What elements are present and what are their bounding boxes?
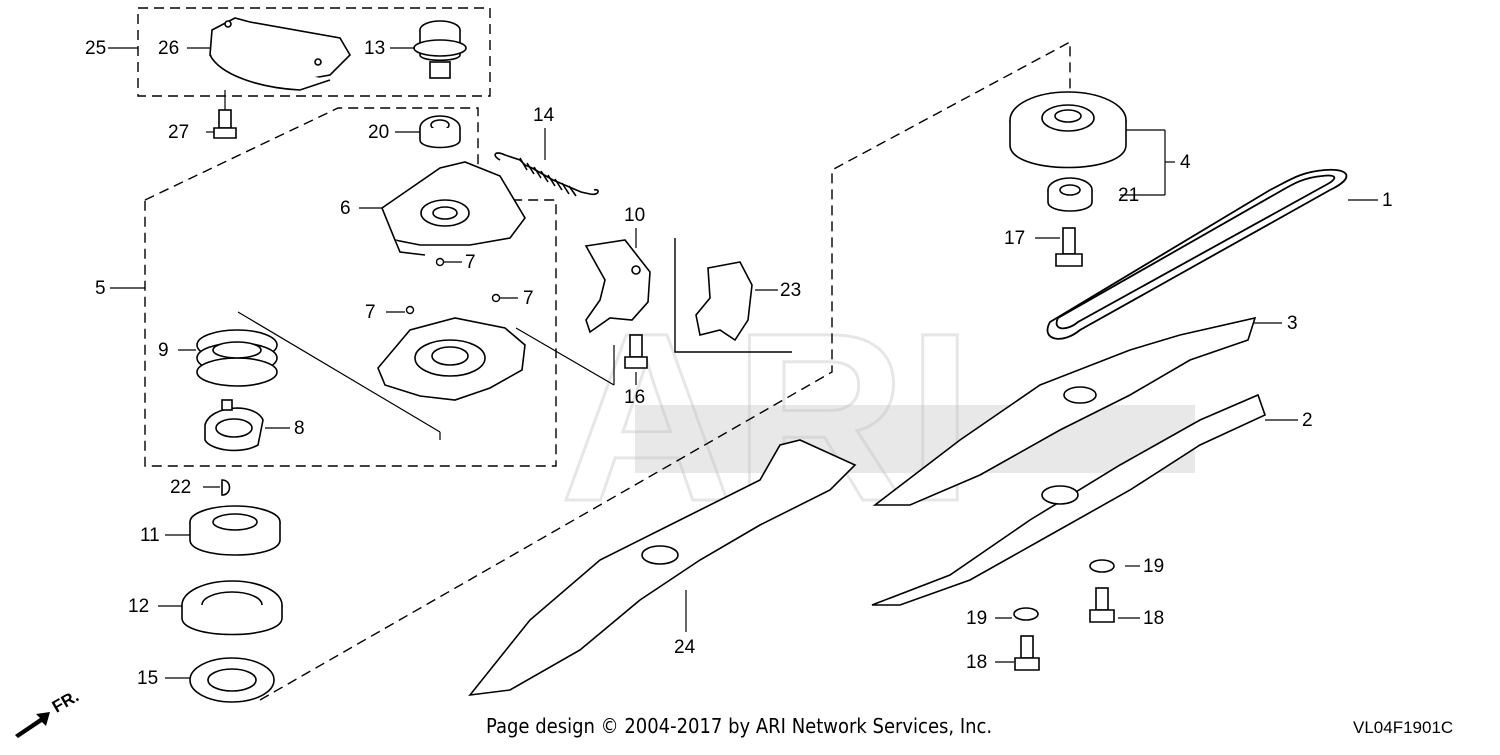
- callout-16[interactable]: 16: [624, 387, 646, 408]
- ring-nut-12[interactable]: [181, 580, 283, 636]
- washer-19[interactable]: [1013, 559, 1115, 621]
- callout-6[interactable]: 6: [340, 198, 351, 219]
- plate-5-lower[interactable]: [377, 317, 526, 401]
- group-box-4-blade: [259, 40, 1071, 701]
- callout-7-c[interactable]: 7: [523, 288, 534, 309]
- front-direction-arrow-icon: [15, 712, 50, 738]
- blade-24[interactable]: [468, 439, 857, 697]
- pin-7[interactable]: [405, 257, 501, 315]
- callout-27[interactable]: 27: [168, 122, 190, 143]
- leader-lines: [108, 47, 1378, 679]
- callout-11[interactable]: 11: [140, 525, 160, 546]
- plate-6[interactable]: [381, 161, 526, 256]
- callout-2[interactable]: 2: [1302, 410, 1313, 431]
- callout-24[interactable]: 24: [674, 637, 696, 658]
- callout-23[interactable]: 23: [780, 280, 802, 301]
- bearing-21[interactable]: [1047, 177, 1093, 212]
- copyright-footer: Page design © 2004-2017 by ARI Network S…: [486, 714, 993, 738]
- callout-25[interactable]: 25: [85, 38, 107, 59]
- callout-5[interactable]: 5: [95, 278, 106, 299]
- spring-14[interactable]: [494, 152, 599, 197]
- group-box-25: [137, 7, 491, 97]
- callout-9[interactable]: 9: [158, 340, 169, 361]
- callout-17[interactable]: 17: [1004, 228, 1026, 249]
- bracket-23-part[interactable]: [695, 261, 753, 342]
- callout-13[interactable]: 13: [364, 38, 386, 59]
- blade-3[interactable]: [872, 316, 1257, 506]
- bolt-17[interactable]: [1055, 227, 1083, 267]
- callout-4[interactable]: 4: [1180, 152, 1191, 173]
- bolt-27[interactable]: [213, 109, 237, 139]
- group-box-5: [144, 107, 557, 467]
- cover-plate-26[interactable]: [209, 17, 352, 91]
- callout-10[interactable]: 10: [624, 205, 646, 226]
- callout-18-b[interactable]: 18: [966, 652, 988, 673]
- callout-26[interactable]: 26: [158, 38, 180, 59]
- callout-7-b[interactable]: 7: [365, 302, 376, 323]
- diagram-code: VL04F1901C: [1353, 718, 1454, 737]
- bracket-23: [674, 238, 792, 353]
- watermark-dot-band: [635, 405, 1195, 473]
- callout-8[interactable]: 8: [294, 418, 305, 439]
- spring-9[interactable]: [196, 329, 278, 387]
- key-22[interactable]: [221, 479, 231, 496]
- callout-15[interactable]: 15: [137, 668, 159, 689]
- pulley-11[interactable]: [189, 505, 281, 556]
- callout-22[interactable]: 22: [170, 477, 192, 498]
- belt-1[interactable]: [1046, 168, 1348, 340]
- callout-12[interactable]: 12: [128, 596, 150, 617]
- drive-hub-4[interactable]: [1009, 91, 1127, 169]
- callout-19-b[interactable]: 19: [966, 608, 988, 629]
- callout-21[interactable]: 21: [1118, 185, 1140, 206]
- callout-20[interactable]: 20: [368, 122, 390, 143]
- callout-3[interactable]: 3: [1287, 313, 1298, 334]
- callout-1[interactable]: 1: [1382, 190, 1393, 211]
- callout-14[interactable]: 14: [533, 105, 555, 126]
- callout-18-a[interactable]: 18: [1143, 608, 1165, 629]
- callout-7-a[interactable]: 7: [465, 252, 476, 273]
- lock-washer-15[interactable]: [189, 657, 275, 703]
- bolt-18[interactable]: [1014, 587, 1115, 671]
- bolt-16[interactable]: [624, 334, 648, 369]
- callout-19-a[interactable]: 19: [1143, 556, 1165, 577]
- clip-8[interactable]: [204, 399, 264, 452]
- blade-2[interactable]: [871, 393, 1266, 606]
- bracket-10[interactable]: [584, 239, 651, 334]
- pulley-13[interactable]: [413, 20, 467, 79]
- bearing-20[interactable]: [419, 115, 461, 149]
